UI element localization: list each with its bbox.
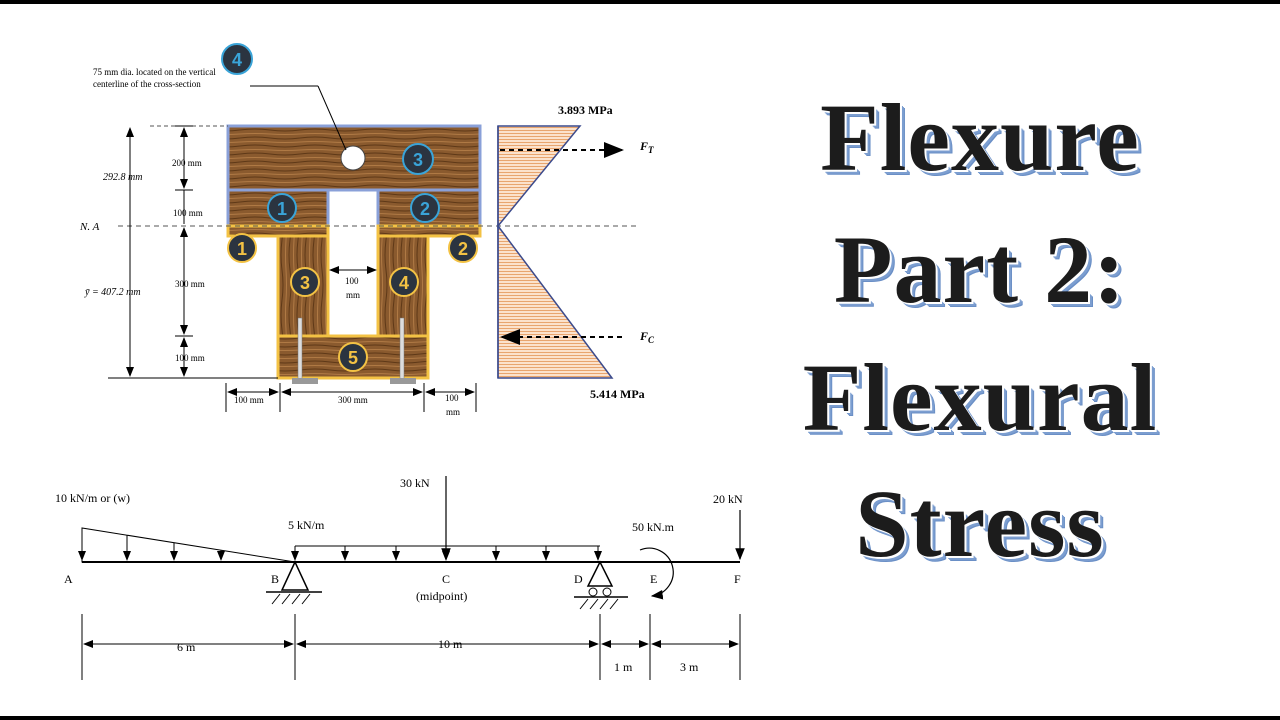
inner-gap-label-1: 100	[345, 276, 359, 286]
top-border	[0, 0, 1280, 4]
bolt-left	[297, 317, 303, 381]
udl-label: 5 kN/m	[288, 518, 325, 532]
triangular-load-arrows	[78, 528, 225, 561]
dim-100-upper-label: 100 mm	[173, 208, 203, 218]
bolt-right	[399, 317, 405, 381]
dim-300-vert-label: 300 mm	[175, 279, 205, 289]
title-line-2: Part 2:	[833, 216, 1127, 323]
dim-100-lower-label: 100 mm	[175, 353, 205, 363]
point-d: D	[574, 572, 583, 586]
plate-left	[292, 378, 318, 384]
moment-label: 50 kN.m	[632, 520, 675, 534]
badge-hole: 4	[221, 43, 253, 75]
svg-text:3: 3	[300, 273, 310, 293]
svg-text:1: 1	[277, 199, 287, 219]
triangular-load	[81, 527, 296, 563]
point-b: B	[271, 572, 279, 586]
top-stress-label: 3.893 MPa	[558, 103, 613, 117]
title-line-3: Flexural	[802, 344, 1158, 451]
svg-text:1: 1	[237, 239, 247, 259]
compression-stress-block	[497, 223, 614, 379]
inner-gap-label-2: mm	[346, 290, 360, 300]
dim-300-horiz-label: 300 mm	[338, 395, 368, 405]
point-f: F	[734, 572, 741, 586]
span-extension-lines	[81, 614, 741, 680]
dim-200-label: 200 mm	[172, 158, 202, 168]
dim-292-label: 292.8 mm	[103, 172, 142, 183]
span-de-label: 1 m	[614, 660, 633, 674]
dist-load-label: 10 kN/m or (w)	[55, 491, 130, 505]
title-line-1: Flexure	[820, 84, 1140, 191]
point-load-c-label: 30 kN	[400, 476, 430, 490]
roller-support-d	[574, 560, 628, 610]
bottom-stress-label: 5.414 MPa	[590, 387, 645, 401]
ft-label: FT	[639, 139, 654, 155]
hole-note-line1: 75 mm dia. located on the vertical	[93, 67, 216, 77]
svg-text:2: 2	[458, 239, 468, 259]
moment-arrow	[639, 547, 674, 600]
na-label: N. A	[79, 221, 100, 233]
yellow-badge-1: 1	[227, 233, 257, 263]
tension-stress-block	[497, 125, 582, 229]
dim-100-right-label-1: 100	[445, 393, 459, 403]
yellow-badge-4: 4	[389, 267, 419, 297]
blue-badge-1: 1	[267, 193, 297, 223]
point-load-f-label: 20 kN	[713, 492, 743, 506]
span-ef-label: 3 m	[680, 660, 699, 674]
svg-text:4: 4	[232, 50, 242, 70]
dim-100-left-label: 100 mm	[234, 395, 264, 405]
svg-text:2: 2	[420, 199, 430, 219]
pin-support-b	[266, 560, 322, 605]
point-c-note: (midpoint)	[416, 589, 467, 603]
svg-text:5: 5	[348, 348, 358, 368]
yellow-badge-3: 3	[290, 267, 320, 297]
yellow-badge-5: 5	[338, 342, 368, 372]
blue-badge-2: 2	[410, 193, 440, 223]
svg-text:4: 4	[399, 273, 409, 293]
svg-text:3: 3	[413, 150, 423, 170]
yellow-badge-2: 2	[448, 233, 478, 263]
blue-badge-3: 3	[402, 143, 434, 175]
point-a: A	[64, 572, 73, 586]
point-e: E	[650, 572, 657, 586]
ybar-label: ȳ = 407.2 mm	[84, 287, 141, 298]
hole	[340, 145, 366, 171]
plate-right	[390, 378, 416, 384]
span-bd-label: 10 m	[438, 637, 463, 651]
bottom-border	[0, 716, 1280, 720]
hole-note-line2: centerline of the cross-section	[93, 79, 201, 89]
span-ab-label: 6 m	[177, 640, 196, 654]
dim-100-right-label-2: mm	[446, 407, 460, 417]
point-c: C	[442, 572, 450, 586]
hole-leader	[317, 85, 347, 151]
title-line-4: Stress	[855, 470, 1105, 577]
fc-label: FC	[639, 329, 655, 345]
